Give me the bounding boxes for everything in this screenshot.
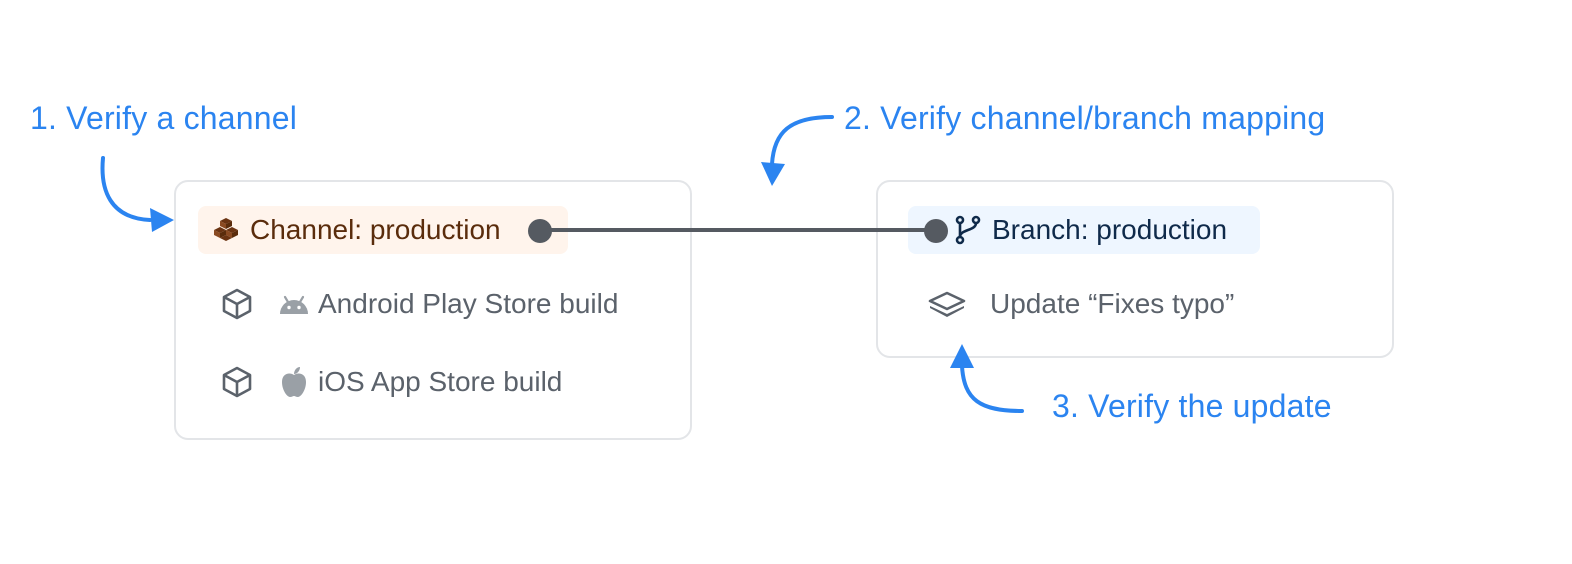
branch-label: Branch: production [992, 214, 1228, 245]
arrow-step2 [761, 115, 834, 186]
arrow-step1 [100, 156, 174, 232]
branch-pill[interactable]: Branch: production [908, 206, 1260, 254]
channel-pill[interactable]: Channel: production [198, 206, 568, 254]
arrow-step3 [950, 344, 1024, 413]
connector-dot-channel [528, 219, 552, 243]
build-row-ios[interactable]: iOS App Store build [220, 362, 562, 402]
update-label: Update “Fixes typo” [990, 288, 1235, 319]
annotation-verify-channel: 1. Verify a channel [30, 100, 298, 136]
channel-label: Channel: production [250, 214, 501, 245]
git-branch-icon [954, 215, 982, 245]
package-cube-icon [220, 365, 254, 399]
apple-icon [278, 365, 310, 399]
channel-branch-connector [528, 219, 948, 243]
stacked-boxes-icon [212, 216, 240, 244]
build-row-android[interactable]: Android Play Store build [220, 284, 618, 324]
layers-icon [926, 289, 968, 319]
build-label: iOS App Store build [318, 366, 563, 397]
package-cube-icon [220, 287, 254, 321]
annotation-verify-update: 3. Verify the update [1052, 388, 1332, 424]
update-row[interactable]: Update “Fixes typo” [926, 284, 1234, 324]
android-icon [278, 292, 310, 316]
build-label: Android Play Store build [318, 288, 619, 319]
connector-dot-branch [924, 219, 948, 243]
annotation-verify-mapping: 2. Verify channel/branch mapping [844, 100, 1326, 136]
